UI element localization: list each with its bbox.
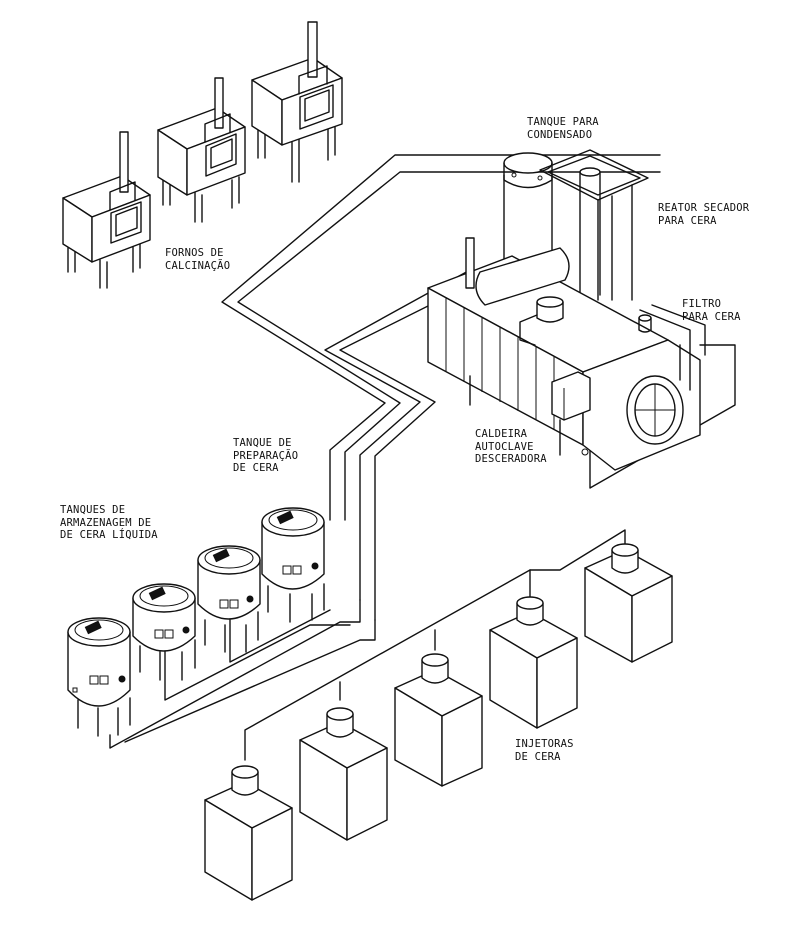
label-fornos: FORNOS DE CALCINAÇÃO xyxy=(165,247,230,272)
injector-4 xyxy=(489,596,578,729)
label-line: CONDENSADO xyxy=(527,128,593,141)
label-line: DESCERADORA xyxy=(475,453,547,465)
label-caldeira: CALDEIRA AUTOCLAVE DESCERADORA xyxy=(475,428,547,466)
label-filtro: FILTRO PARA CERA xyxy=(682,298,741,323)
label-line: TANQUE PARA xyxy=(527,116,599,128)
label-line: PARA CERA xyxy=(682,310,741,323)
label-line: DE CERA LÍQUIDA xyxy=(60,529,158,541)
furnace-1 xyxy=(62,131,151,289)
injector-2 xyxy=(299,707,388,841)
pipe-network xyxy=(109,154,736,761)
furnace-2 xyxy=(157,77,246,223)
label-line: PREPARAÇÃO xyxy=(233,449,299,462)
label-line: INJETORAS xyxy=(515,738,574,750)
label-line: TANQUE DE xyxy=(233,437,292,449)
label-line: CALCINAÇÃO xyxy=(165,259,231,272)
filter xyxy=(638,304,706,391)
label-injetoras: INJETORAS DE CERA xyxy=(515,738,574,763)
injector-5 xyxy=(584,543,673,663)
storage-tank-3 xyxy=(197,545,261,653)
label-line: FORNOS DE xyxy=(165,247,224,259)
furnace-3 xyxy=(251,21,343,183)
label-reator: REATOR SECADOR PARA CERA xyxy=(658,202,749,227)
label-line: FILTRO xyxy=(682,298,722,310)
label-line: PARA CERA xyxy=(658,214,717,227)
label-line: AUTOCLAVE xyxy=(475,440,534,453)
label-tanque-condensado: TANQUE PARA CONDENSADO xyxy=(527,116,599,141)
reactor-frame xyxy=(539,149,649,301)
label-line: CALDEIRA xyxy=(475,428,528,440)
label-line: REATOR SECADOR xyxy=(658,202,750,214)
storage-tank-1 xyxy=(67,617,131,737)
label-line: DE CERA xyxy=(515,750,561,763)
label-tanque-preparacao: TANQUE DE PREPARAÇÃO DE CERA xyxy=(233,437,298,475)
boiler xyxy=(427,237,701,471)
label-line: ARMAZENAGEM DE xyxy=(60,516,152,529)
label-line: TANQUES DE xyxy=(60,504,126,516)
injector-1 xyxy=(204,765,293,901)
wax-prep-tank xyxy=(261,507,325,623)
storage-tank-2 xyxy=(132,583,196,681)
injector-3 xyxy=(394,653,483,787)
label-tanques-armazenagem: TANQUES DE ARMAZENAGEM DE DE CERA LÍQUID… xyxy=(60,504,158,542)
label-line: DE CERA xyxy=(233,462,279,474)
